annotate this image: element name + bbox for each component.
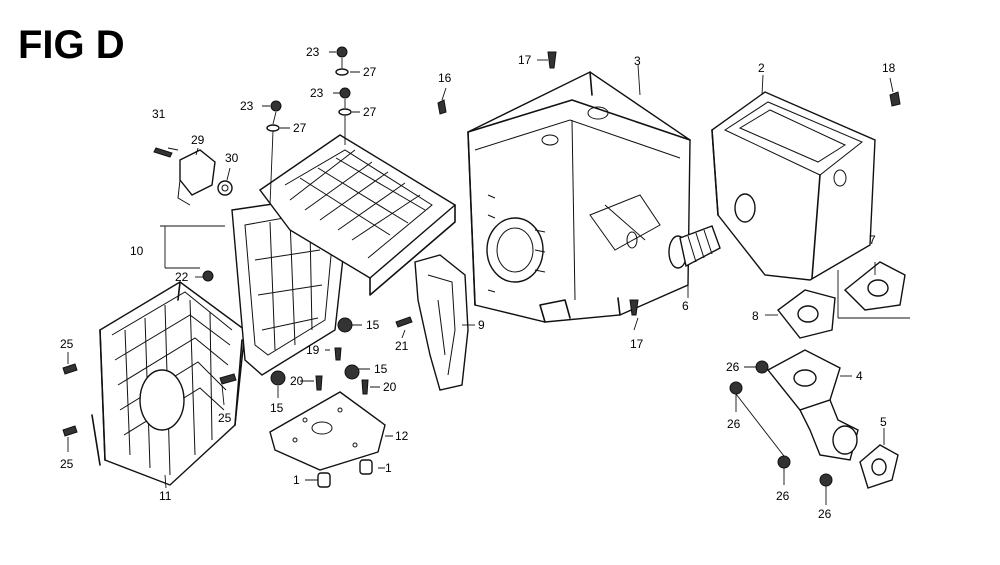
callout-23-middle: 23: [310, 86, 324, 100]
callout-15-right: 15: [374, 362, 388, 376]
callout-20-left: 20: [290, 374, 304, 388]
part-30-nut: [217, 180, 233, 196]
callout-25-bottom: 25: [60, 457, 74, 471]
callout-numbers: 31 29 30 10 22 23 27 23 27 23 27 16 17 3…: [60, 45, 896, 521]
callout-9: 9: [478, 318, 485, 332]
callout-29: 29: [191, 133, 205, 147]
callout-26-a: 26: [726, 360, 740, 374]
part-29-bracket: [177, 149, 216, 206]
top-grid-plate: [259, 134, 457, 296]
callout-17-top: 17: [518, 53, 532, 67]
part-31-bolt: [153, 147, 173, 158]
leader-lines: [67, 51, 894, 505]
part-2-muffler-body: [711, 91, 876, 281]
part-6-tailpipe: [668, 225, 721, 269]
callout-16: 16: [438, 71, 452, 85]
callout-5: 5: [880, 415, 887, 429]
callout-25-top: 25: [60, 337, 74, 351]
callout-27-middle: 27: [363, 105, 377, 119]
callout-7: 7: [869, 233, 876, 247]
part-7-gasket: [837, 261, 910, 319]
callout-1-left: 1: [293, 473, 300, 487]
callout-21: 21: [395, 339, 409, 353]
callout-26-c: 26: [776, 489, 790, 503]
callout-15-top: 15: [366, 318, 380, 332]
callout-8: 8: [752, 309, 759, 323]
callout-10: 10: [130, 244, 144, 258]
part-12-base-plate: [269, 391, 386, 471]
callout-3: 3: [634, 54, 641, 68]
callout-20-right: 20: [383, 380, 397, 394]
part-8-gasket: [777, 289, 836, 339]
callout-27-left: 27: [293, 121, 307, 135]
callout-25-right: 25: [218, 411, 232, 425]
part-3-muffler-shroud: [467, 71, 691, 323]
callout-17-bottom: 17: [630, 337, 644, 351]
callout-12: 12: [395, 429, 409, 443]
part-11-front-cover: [91, 281, 246, 486]
callout-6: 6: [682, 299, 689, 313]
part-5-flange-gasket: [859, 444, 899, 489]
callout-2: 2: [758, 61, 765, 75]
callout-23-left: 23: [240, 99, 254, 113]
bolts-and-nuts: [62, 46, 901, 488]
callout-1-right: 1: [385, 461, 392, 475]
callout-27-top: 27: [363, 65, 377, 79]
callout-19: 19: [306, 343, 320, 357]
callout-26-b: 26: [727, 417, 741, 431]
callout-31: 31: [152, 107, 166, 121]
callout-11: 11: [159, 489, 172, 503]
part-4-exhaust-elbow: [766, 349, 859, 461]
callout-18: 18: [882, 61, 896, 75]
callout-22: 22: [175, 270, 189, 284]
part-9-heat-shield: [414, 254, 469, 391]
callout-26-d: 26: [818, 507, 832, 521]
callout-4: 4: [856, 369, 863, 383]
callout-23-top: 23: [306, 45, 320, 59]
figure-title: FIG D: [18, 23, 125, 67]
callout-15-left: 15: [270, 401, 284, 415]
callout-30: 30: [225, 151, 239, 165]
